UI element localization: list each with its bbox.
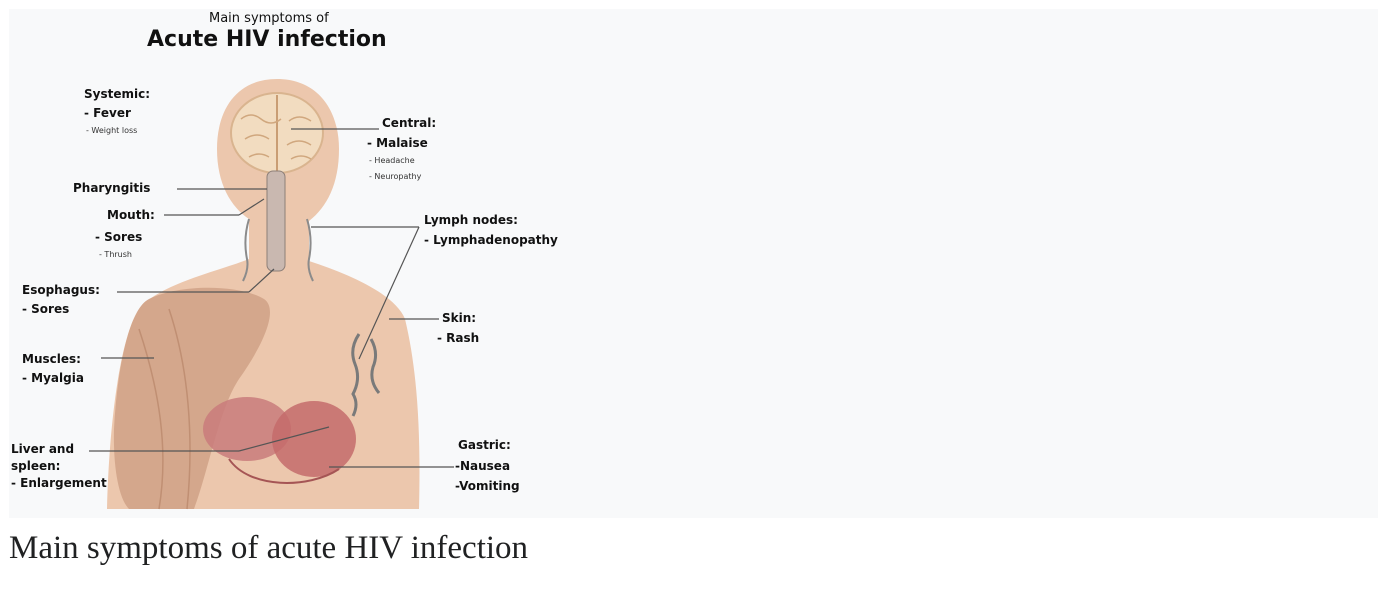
lymph-main: - Lymphadenopathy [424,232,558,248]
systemic-heading: Systemic: [84,87,150,102]
esophagus-main: - Sores [22,301,69,317]
central-main: - Malaise [367,135,428,151]
gastric-main-2: -Vomiting [455,478,520,494]
systemic-main: - Fever [84,105,131,121]
brain [231,93,323,173]
central-minor-1: - Headache [369,155,415,167]
gastric-main-1: -Nausea [455,458,510,474]
skin-heading: Skin: [442,311,476,326]
liver-heading-1: Liver and [11,442,74,457]
gastric-heading: Gastric: [458,438,511,453]
figure: Main symptoms of Acute HIV infection Sys… [9,9,1378,518]
lymph-heading: Lymph nodes: [424,213,518,228]
systemic-minor: - Weight loss [86,125,137,137]
diagram-title-main: Acute HIV infection [147,27,387,52]
pharyngitis-heading: Pharyngitis [73,181,150,196]
mouth-heading: Mouth: [107,208,155,223]
esophagus-heading: Esophagus: [22,283,100,298]
skin-main: - Rash [437,330,479,346]
mouth-main: - Sores [95,229,142,245]
mouth-minor: - Thrush [99,249,132,261]
liver-heading-2: spleen: [11,459,60,474]
pharynx [267,171,285,271]
diagram-title-sub: Main symptoms of [209,11,329,26]
symptoms-diagram[interactable]: Main symptoms of Acute HIV infection Sys… [9,9,569,518]
central-heading: Central: [382,116,436,131]
central-minor-2: - Neuropathy [369,171,421,183]
muscles-heading: Muscles: [22,352,81,367]
figure-caption: Main symptoms of acute HIV infection [9,530,528,567]
liver-main: - Enlargement [11,476,107,491]
muscles-main: - Myalgia [22,370,84,386]
